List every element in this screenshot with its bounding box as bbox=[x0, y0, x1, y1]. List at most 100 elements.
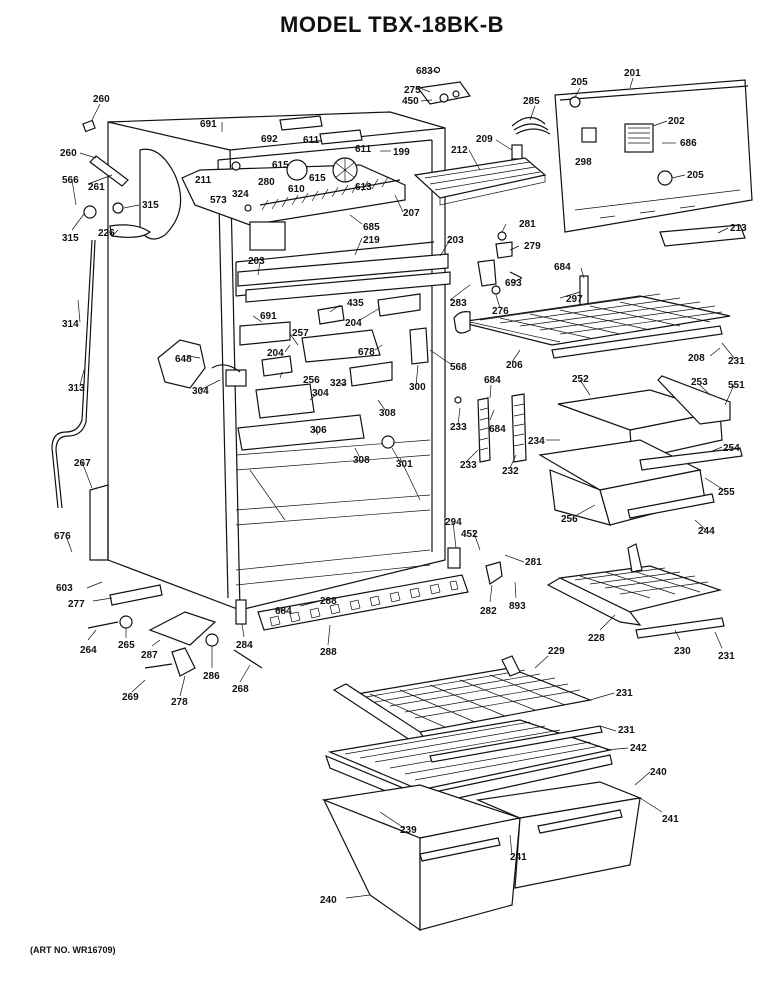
part-callout-573: 573 bbox=[210, 195, 227, 206]
part-callout-568: 568 bbox=[450, 362, 467, 373]
part-callout-256: 256 bbox=[303, 375, 320, 386]
part-callout-242: 242 bbox=[630, 743, 647, 754]
part-callout-294: 294 bbox=[445, 517, 462, 528]
part-callout-211: 211 bbox=[195, 175, 212, 186]
part-callout-278: 278 bbox=[171, 697, 188, 708]
part-callout-201: 201 bbox=[624, 68, 641, 79]
part-callout-204: 204 bbox=[267, 348, 284, 359]
control-panel bbox=[554, 79, 753, 233]
part-callout-304: 304 bbox=[312, 388, 329, 399]
control-housing bbox=[237, 293, 429, 451]
part-callout-313: 313 bbox=[68, 383, 85, 394]
part-callout-450: 450 bbox=[402, 96, 419, 107]
part-callout-315: 315 bbox=[142, 200, 159, 211]
part-callout-323: 323 bbox=[330, 378, 347, 389]
part-callout-209: 209 bbox=[476, 134, 493, 145]
right-hinge-parts bbox=[477, 231, 523, 295]
part-callout-212: 212 bbox=[451, 145, 468, 156]
top-hinge-assembly bbox=[416, 66, 472, 105]
part-callout-268: 268 bbox=[232, 684, 249, 695]
part-callout-452: 452 bbox=[461, 529, 478, 540]
part-callout-253: 253 bbox=[691, 377, 708, 388]
part-callout-269: 269 bbox=[122, 692, 139, 703]
part-callout-615: 615 bbox=[272, 160, 289, 171]
part-callout-692: 692 bbox=[261, 134, 278, 145]
part-callout-219: 219 bbox=[363, 235, 380, 246]
part-callout-231: 231 bbox=[718, 651, 735, 662]
art-number: (ART NO. WR16709) bbox=[30, 945, 116, 955]
part-callout-261: 261 bbox=[88, 182, 105, 193]
part-callout-202: 202 bbox=[668, 116, 685, 127]
part-callout-285: 285 bbox=[523, 96, 540, 107]
part-callout-308: 308 bbox=[379, 408, 396, 419]
part-callout-260: 260 bbox=[93, 94, 110, 105]
part-callout-277: 277 bbox=[68, 599, 85, 610]
part-callout-230: 230 bbox=[674, 646, 691, 657]
part-callout-288: 288 bbox=[320, 596, 337, 607]
part-callout-684: 684 bbox=[489, 424, 506, 435]
part-callout-308: 308 bbox=[353, 455, 370, 466]
part-callout-281: 281 bbox=[519, 219, 536, 230]
evaporator-fan-assembly bbox=[181, 115, 406, 251]
part-callout-279: 279 bbox=[524, 241, 541, 252]
part-callout-208: 208 bbox=[688, 353, 705, 364]
part-callout-233: 233 bbox=[450, 422, 467, 433]
part-callout-691: 691 bbox=[260, 311, 277, 322]
part-callout-229: 229 bbox=[548, 646, 565, 657]
part-callout-204: 204 bbox=[345, 318, 362, 329]
wire-shelf-upper bbox=[453, 293, 731, 359]
part-callout-255: 255 bbox=[718, 487, 735, 498]
part-callout-244: 244 bbox=[698, 526, 715, 537]
part-callout-603: 603 bbox=[56, 583, 73, 594]
wire-shelf-lower-right bbox=[546, 543, 725, 639]
meat-pan-assembly bbox=[538, 375, 743, 526]
part-callout-301: 301 bbox=[396, 459, 413, 470]
part-callout-286: 286 bbox=[203, 671, 220, 682]
part-callout-685: 685 bbox=[363, 222, 380, 233]
part-callout-615: 615 bbox=[309, 173, 326, 184]
part-callout-691: 691 bbox=[200, 119, 217, 130]
part-callout-275: 275 bbox=[404, 85, 421, 96]
part-callout-678: 678 bbox=[358, 347, 375, 358]
part-callout-287: 287 bbox=[141, 650, 158, 661]
part-callout-611: 611 bbox=[303, 135, 320, 146]
light-socket-assembly bbox=[157, 339, 247, 389]
part-callout-306: 306 bbox=[310, 425, 327, 436]
part-callout-213: 213 bbox=[730, 223, 747, 234]
part-callout-288: 288 bbox=[320, 647, 337, 658]
part-callout-205: 205 bbox=[571, 77, 588, 88]
part-callout-300: 300 bbox=[409, 382, 426, 393]
part-callout-260: 260 bbox=[60, 148, 77, 159]
part-callout-206: 206 bbox=[506, 360, 523, 371]
part-callout-256: 256 bbox=[561, 514, 578, 525]
part-callout-314: 314 bbox=[62, 319, 79, 330]
part-callout-297: 297 bbox=[566, 294, 583, 305]
part-callout-613: 613 bbox=[355, 182, 372, 193]
leveling-hardware bbox=[87, 547, 503, 677]
part-callout-234: 234 bbox=[528, 436, 545, 447]
water-tubing bbox=[51, 119, 182, 509]
mullion-bar bbox=[237, 253, 451, 303]
part-callout-207: 207 bbox=[403, 208, 420, 219]
part-callout-267: 267 bbox=[74, 458, 91, 469]
part-callout-226: 226 bbox=[98, 228, 115, 239]
part-callout-241: 241 bbox=[510, 852, 527, 863]
part-callout-257: 257 bbox=[292, 328, 309, 339]
crisper-drawer-right bbox=[475, 781, 643, 889]
part-callout-281: 281 bbox=[525, 557, 542, 568]
part-callout-252: 252 bbox=[572, 374, 589, 385]
part-callout-203: 203 bbox=[248, 256, 265, 267]
freezer-shelf-small bbox=[413, 157, 547, 206]
part-callout-611: 611 bbox=[355, 144, 372, 155]
part-callout-304: 304 bbox=[192, 386, 209, 397]
part-callout-684: 684 bbox=[275, 606, 292, 617]
part-callout-610: 610 bbox=[288, 184, 305, 195]
part-callout-265: 265 bbox=[118, 640, 135, 651]
leader-lines bbox=[65, 70, 735, 899]
part-callout-283: 283 bbox=[450, 298, 467, 309]
crisper-shelf-large bbox=[332, 655, 593, 745]
part-callout-693: 693 bbox=[505, 278, 522, 289]
